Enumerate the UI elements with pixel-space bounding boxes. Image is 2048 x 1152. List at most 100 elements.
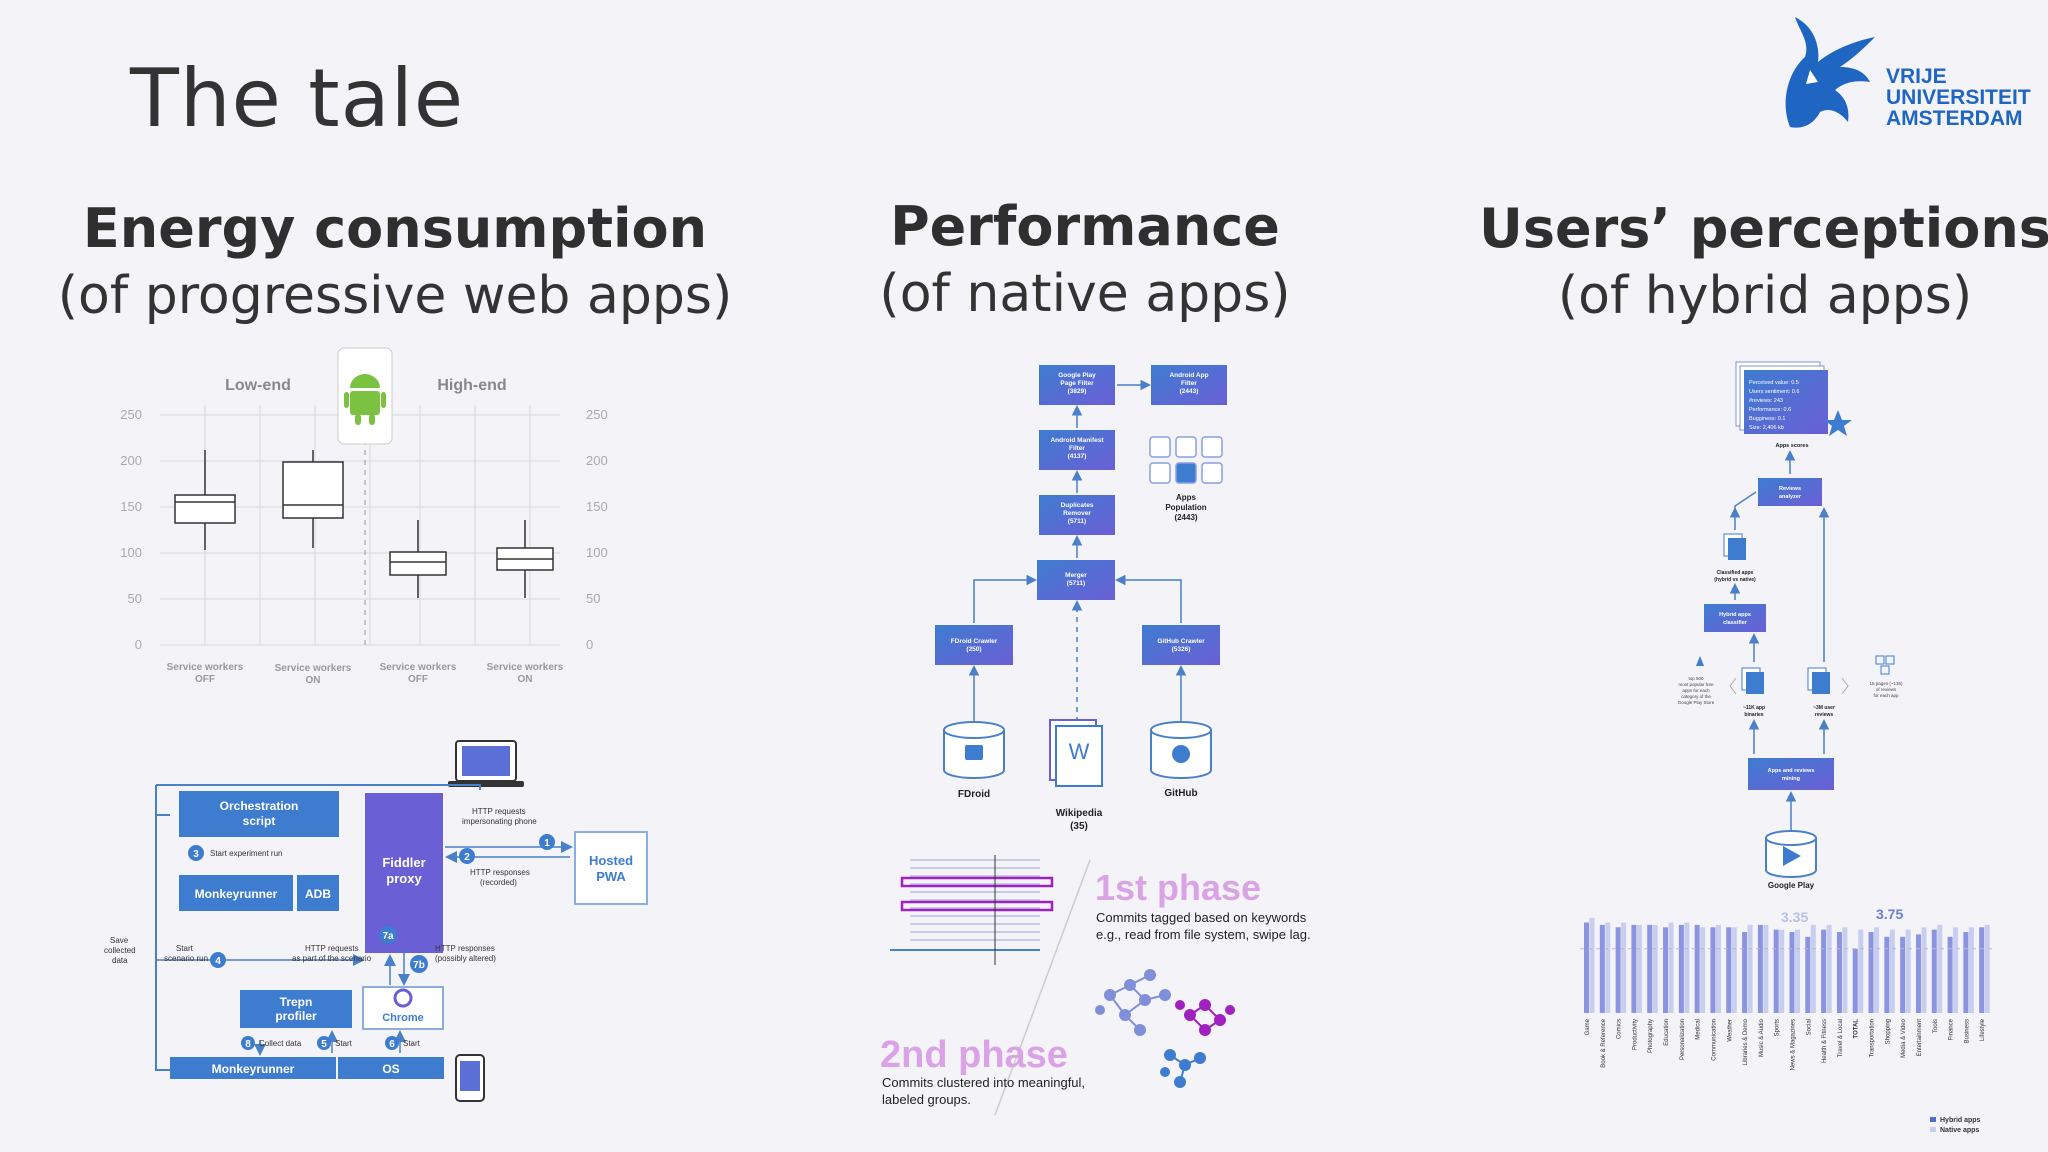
github-label: GitHub bbox=[1164, 788, 1197, 799]
step-badge bbox=[317, 1036, 331, 1050]
fiddler-label-2: proxy bbox=[386, 871, 422, 886]
logo-text-1: VRIJE bbox=[1886, 65, 1947, 88]
os-label: OS bbox=[382, 1062, 399, 1076]
x-tick-label: Game bbox=[1585, 1018, 1591, 1035]
adb-label: ADB bbox=[305, 887, 331, 901]
chrome-label: Chrome bbox=[382, 1012, 424, 1024]
phase1-desc1: Commits tagged based on keywords bbox=[1096, 910, 1307, 925]
phases-graphic: 1st phase Commits tagged based on keywor… bbox=[880, 855, 1311, 1116]
monkeyrunner-box bbox=[179, 875, 293, 911]
svg-text:(2443): (2443) bbox=[1180, 388, 1199, 395]
step-number: 8 bbox=[245, 1039, 251, 1050]
x-cat: Service workers bbox=[275, 663, 352, 674]
svg-text:FDroid Crawler: FDroid Crawler bbox=[951, 638, 998, 645]
y-tick: 150 bbox=[120, 499, 142, 514]
card-line: Users sentiment: 0.6 bbox=[1749, 389, 1799, 395]
bar-native bbox=[1842, 927, 1848, 1013]
column-heading: Energy consumption bbox=[82, 197, 708, 260]
vu-logo: VRIJE UNIVERSITEIT AMSTERDAM bbox=[1770, 12, 2040, 132]
energy-boxplot: Low-end High-end 250 200 150 100 50 0 25… bbox=[120, 347, 608, 686]
app-binaries-icon bbox=[1741, 667, 1764, 694]
step-number: 3 bbox=[193, 849, 199, 860]
reviews-analyzer-box bbox=[1758, 478, 1822, 506]
bar-native bbox=[1731, 927, 1737, 1013]
bar-native bbox=[1874, 927, 1880, 1013]
x-cat: ON bbox=[518, 674, 533, 685]
manifest-filter-box bbox=[1039, 430, 1115, 470]
bar-hybrid bbox=[1836, 932, 1842, 1013]
phase2-desc2: labeled groups. bbox=[882, 1092, 971, 1107]
step-number: 7b bbox=[413, 960, 425, 971]
slide-title: The tale bbox=[130, 52, 465, 145]
bar-hybrid bbox=[1789, 932, 1795, 1013]
trepn-label: Trepn bbox=[280, 995, 313, 1009]
svg-text:apps for each: apps for each bbox=[1682, 688, 1710, 693]
y-tick-right: 50 bbox=[586, 591, 600, 606]
google-play-db-icon bbox=[1765, 830, 1817, 878]
bar-hybrid bbox=[1710, 927, 1716, 1013]
fiddler-proxy-box bbox=[365, 793, 443, 953]
step-label: scenario run bbox=[164, 954, 208, 963]
review-pages-icon bbox=[1875, 655, 1895, 675]
svg-text:Classified apps: Classified apps bbox=[1717, 570, 1754, 576]
y-tick-right: 150 bbox=[586, 499, 608, 514]
x-tick-label: TOTAL bbox=[1854, 1019, 1860, 1039]
card-line: Performance: 0.6 bbox=[1749, 407, 1791, 413]
step-label: as part of the scenario bbox=[292, 954, 372, 963]
android-icon bbox=[1696, 656, 1704, 666]
monkeyrunner-label: Monkeyrunner bbox=[195, 887, 278, 901]
duplicates-box bbox=[1039, 495, 1115, 535]
bar-hybrid bbox=[1694, 924, 1700, 1013]
bar-hybrid bbox=[1742, 932, 1748, 1013]
step-badge bbox=[188, 845, 204, 861]
step-label: impersonating phone bbox=[462, 817, 537, 826]
svg-text:Filter: Filter bbox=[1181, 380, 1197, 387]
logo-text-3: AMSTERDAM bbox=[1886, 107, 2023, 130]
bar-hybrid bbox=[1584, 922, 1589, 1013]
logo-text-2: UNIVERSITEIT bbox=[1886, 86, 2031, 109]
svg-text:classifier: classifier bbox=[1723, 620, 1748, 626]
svg-text:(250): (250) bbox=[966, 646, 981, 653]
svg-text:~3M user: ~3M user bbox=[1813, 705, 1835, 711]
svg-text:Apps: Apps bbox=[1176, 493, 1197, 502]
svg-text:(5711): (5711) bbox=[1068, 518, 1086, 525]
x-cat: OFF bbox=[408, 674, 428, 685]
y-tick: 0 bbox=[135, 637, 142, 652]
bar-native bbox=[1652, 924, 1658, 1013]
step-number: 1 bbox=[544, 838, 550, 849]
bar-native bbox=[1937, 924, 1943, 1013]
step-label: Save bbox=[110, 936, 129, 945]
commits-table-icon bbox=[890, 855, 1054, 965]
bar-hybrid bbox=[1726, 927, 1732, 1013]
value-label-hybrid: 3.35 bbox=[1781, 909, 1808, 925]
bar-native bbox=[1715, 924, 1721, 1013]
bar-native bbox=[1810, 924, 1816, 1013]
apps-population-icon bbox=[1149, 436, 1223, 484]
classified-apps-icon bbox=[1723, 533, 1746, 560]
bar-hybrid bbox=[1900, 936, 1906, 1013]
fdroid-crawler-box bbox=[935, 625, 1013, 665]
x-tick-label: Libraries & Demo bbox=[1743, 1018, 1749, 1065]
column-subheading: (of hybrid apps) bbox=[1557, 266, 1973, 326]
svg-text:top 500: top 500 bbox=[1688, 676, 1704, 681]
x-tick-label: Personalization bbox=[1680, 1019, 1686, 1060]
x-cat: ON bbox=[306, 675, 321, 686]
android-filter-box bbox=[1151, 365, 1227, 405]
hybrid-classifier-box bbox=[1704, 604, 1766, 632]
app-scores-label: Apps scores bbox=[1775, 443, 1808, 449]
step-badge bbox=[379, 926, 397, 944]
bar-hybrid bbox=[1773, 929, 1779, 1013]
step-label: data bbox=[112, 956, 128, 965]
svg-text:15 pages (~135): 15 pages (~135) bbox=[1870, 681, 1903, 686]
column-heading: Performance bbox=[890, 195, 1280, 258]
orchestration-label: Orchestration bbox=[220, 799, 299, 813]
x-tick-label: Music & Audio bbox=[1759, 1018, 1765, 1057]
step-label: HTTP responses bbox=[470, 868, 530, 877]
step-number: 7a bbox=[382, 931, 394, 942]
step-label: (recorded) bbox=[480, 878, 517, 887]
wikipedia-label: Wikipedia bbox=[1056, 808, 1103, 819]
svg-text:Population: Population bbox=[1165, 503, 1206, 512]
step-label: HTTP responses bbox=[435, 944, 495, 953]
bar-native bbox=[1763, 924, 1769, 1013]
